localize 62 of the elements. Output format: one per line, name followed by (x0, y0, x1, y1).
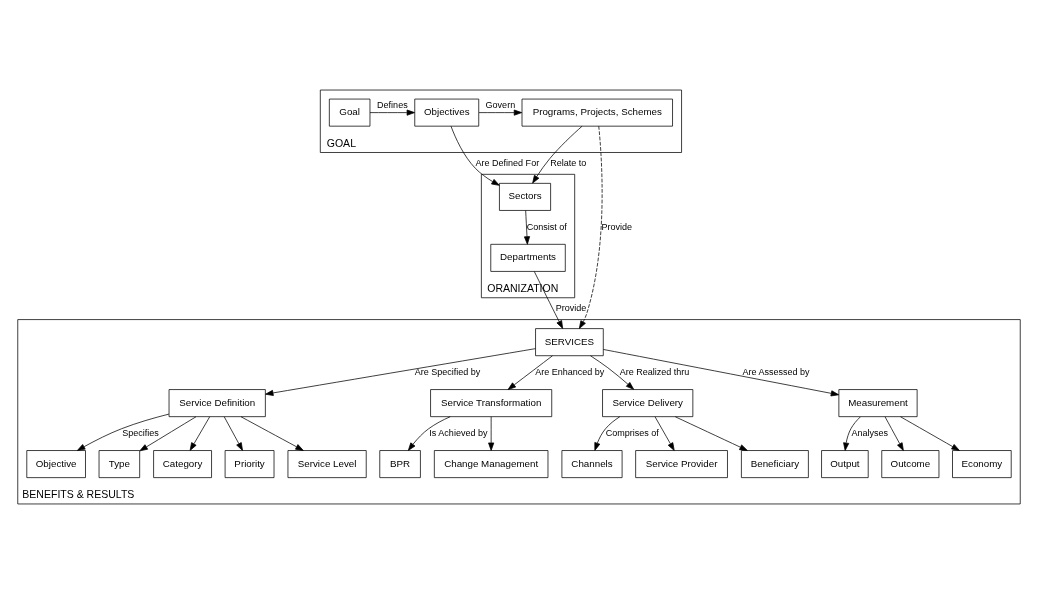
node-box: Measurement (838, 388, 918, 417)
arrow (240, 415, 304, 451)
arrow (594, 415, 621, 451)
edge-label: Defines (377, 99, 408, 110)
edge-label: Analyses (851, 427, 889, 438)
edge-label: Are Defined For (475, 157, 540, 168)
edge-label: Are Realized thru (619, 366, 690, 377)
node-box: Type (98, 449, 141, 478)
arrow (524, 209, 530, 245)
node-box: Objective (26, 449, 86, 478)
edge-label: Consist of (526, 221, 567, 232)
node-box: Channels (561, 449, 623, 478)
arrow (369, 109, 415, 116)
edge-label: Is Achieved by (429, 427, 488, 438)
node-box: Output (821, 449, 869, 478)
node-box: Service Transformation (430, 388, 553, 417)
arrow (884, 415, 904, 451)
node-box: Category (153, 449, 212, 478)
node-box: Change Management (433, 449, 549, 478)
arrow (189, 415, 211, 451)
node-box: Outcome (881, 449, 940, 478)
arrow (532, 125, 583, 183)
arrow (450, 125, 500, 186)
arrow (507, 354, 553, 390)
edge-label: Provide (555, 302, 587, 313)
node-box: BPR (379, 449, 421, 478)
edge-label: Govern (485, 99, 516, 110)
arrow (265, 347, 536, 396)
edge-label: Relate to (550, 157, 587, 168)
arrow (223, 415, 243, 451)
node-box: Service Level (287, 449, 367, 478)
node-box: Objectives (414, 98, 480, 127)
node-box: Beneficiary (741, 449, 809, 478)
node-box: Sectors (499, 182, 551, 211)
node-box: SERVICES (535, 327, 604, 356)
node-box: Service Delivery (602, 388, 694, 417)
edge-label: Are Specified by (414, 366, 481, 377)
arrow (407, 415, 451, 451)
arrow (900, 415, 960, 451)
node-box: Departments (490, 243, 566, 272)
arrow (488, 415, 495, 451)
edge-label: Are Assessed by (742, 366, 810, 377)
arrow (674, 415, 748, 451)
arrow (654, 415, 675, 451)
edge-label: Provide (601, 221, 633, 232)
arrow (139, 415, 197, 451)
edge-label: Comprises of (605, 427, 659, 438)
arrow (590, 354, 635, 390)
arrow (843, 416, 861, 451)
node-box: Service Provider (635, 449, 728, 478)
node-box: Service Definition (168, 388, 266, 417)
node-box: Programs, Projects, Schemes (521, 98, 673, 127)
arrow (533, 270, 564, 329)
arrow (578, 125, 603, 329)
node-box: Goal (328, 98, 371, 127)
edge-label: Are Enhanced by (535, 366, 605, 377)
node-box: Economy (952, 449, 1012, 478)
node-box: Priority (224, 449, 275, 478)
edge-label: Specifies (122, 427, 159, 438)
arrow (478, 109, 523, 116)
arrow (602, 348, 840, 396)
arrow (77, 413, 170, 451)
